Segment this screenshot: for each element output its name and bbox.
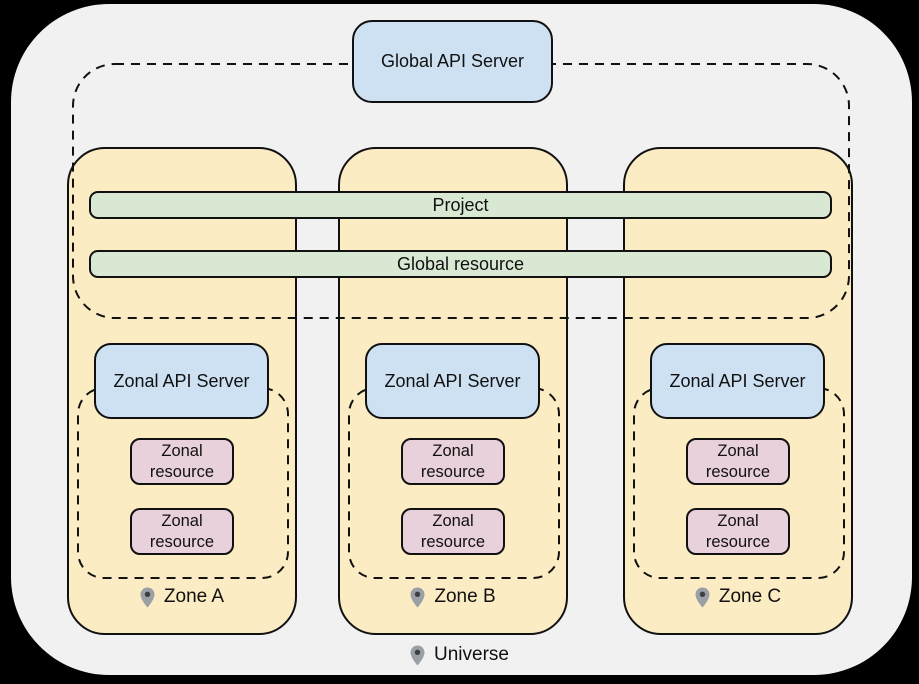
- global-api-server-box: Global API Server: [352, 20, 553, 103]
- zonal-resource-box: Zonal resource: [686, 438, 790, 485]
- zonal-api-server-box: Zonal API Server: [94, 343, 269, 419]
- zone-b-column: Zonal API Server Zonal resource Zonal re…: [338, 147, 568, 635]
- zonal-resource-label: Zonal resource: [149, 441, 215, 481]
- zone-label: Zone C: [718, 586, 782, 607]
- location-pin-icon: [410, 587, 425, 607]
- project-bar-label: Project: [432, 194, 489, 215]
- global-resource-bar-label: Global resource: [396, 253, 525, 274]
- zonal-api-server-box: Zonal API Server: [650, 343, 825, 419]
- global-resource-bar: Global resource: [89, 250, 832, 278]
- universe-label-row: Universe: [0, 644, 919, 666]
- zonal-resource-label: Zonal resource: [149, 511, 215, 551]
- location-pin-icon: [695, 587, 710, 607]
- zonal-resource-label: Zonal resource: [420, 511, 486, 551]
- zone-label: Zone B: [434, 586, 496, 607]
- zonal-resource-label: Zonal resource: [420, 441, 486, 481]
- zonal-resource-box: Zonal resource: [686, 508, 790, 555]
- project-bar: Project: [89, 191, 832, 219]
- zone-c-column: Zonal API Server Zonal resource Zonal re…: [623, 147, 853, 635]
- location-pin-icon: [140, 587, 155, 607]
- zonal-api-server-label: Zonal API Server: [384, 370, 521, 391]
- zone-b-label-row: Zone B: [340, 586, 566, 608]
- zone-c-label-row: Zone C: [625, 586, 851, 608]
- zonal-resource-box: Zonal resource: [401, 508, 505, 555]
- zone-label: Zone A: [163, 586, 225, 607]
- zonal-resource-label: Zonal resource: [705, 441, 771, 481]
- zonal-resource-label: Zonal resource: [705, 511, 771, 551]
- zone-a-label-row: Zone A: [69, 586, 295, 608]
- zone-a-column: Zonal API Server Zonal resource Zonal re…: [67, 147, 297, 635]
- zonal-api-server-box: Zonal API Server: [365, 343, 540, 419]
- universe-label: Universe: [434, 644, 509, 665]
- location-pin-icon: [410, 645, 425, 665]
- global-api-server-label: Global API Server: [380, 51, 525, 71]
- zonal-api-server-label: Zonal API Server: [669, 370, 806, 391]
- zonal-api-server-label: Zonal API Server: [113, 370, 250, 391]
- zonal-resource-box: Zonal resource: [401, 438, 505, 485]
- zonal-resource-box: Zonal resource: [130, 438, 234, 485]
- zonal-resource-box: Zonal resource: [130, 508, 234, 555]
